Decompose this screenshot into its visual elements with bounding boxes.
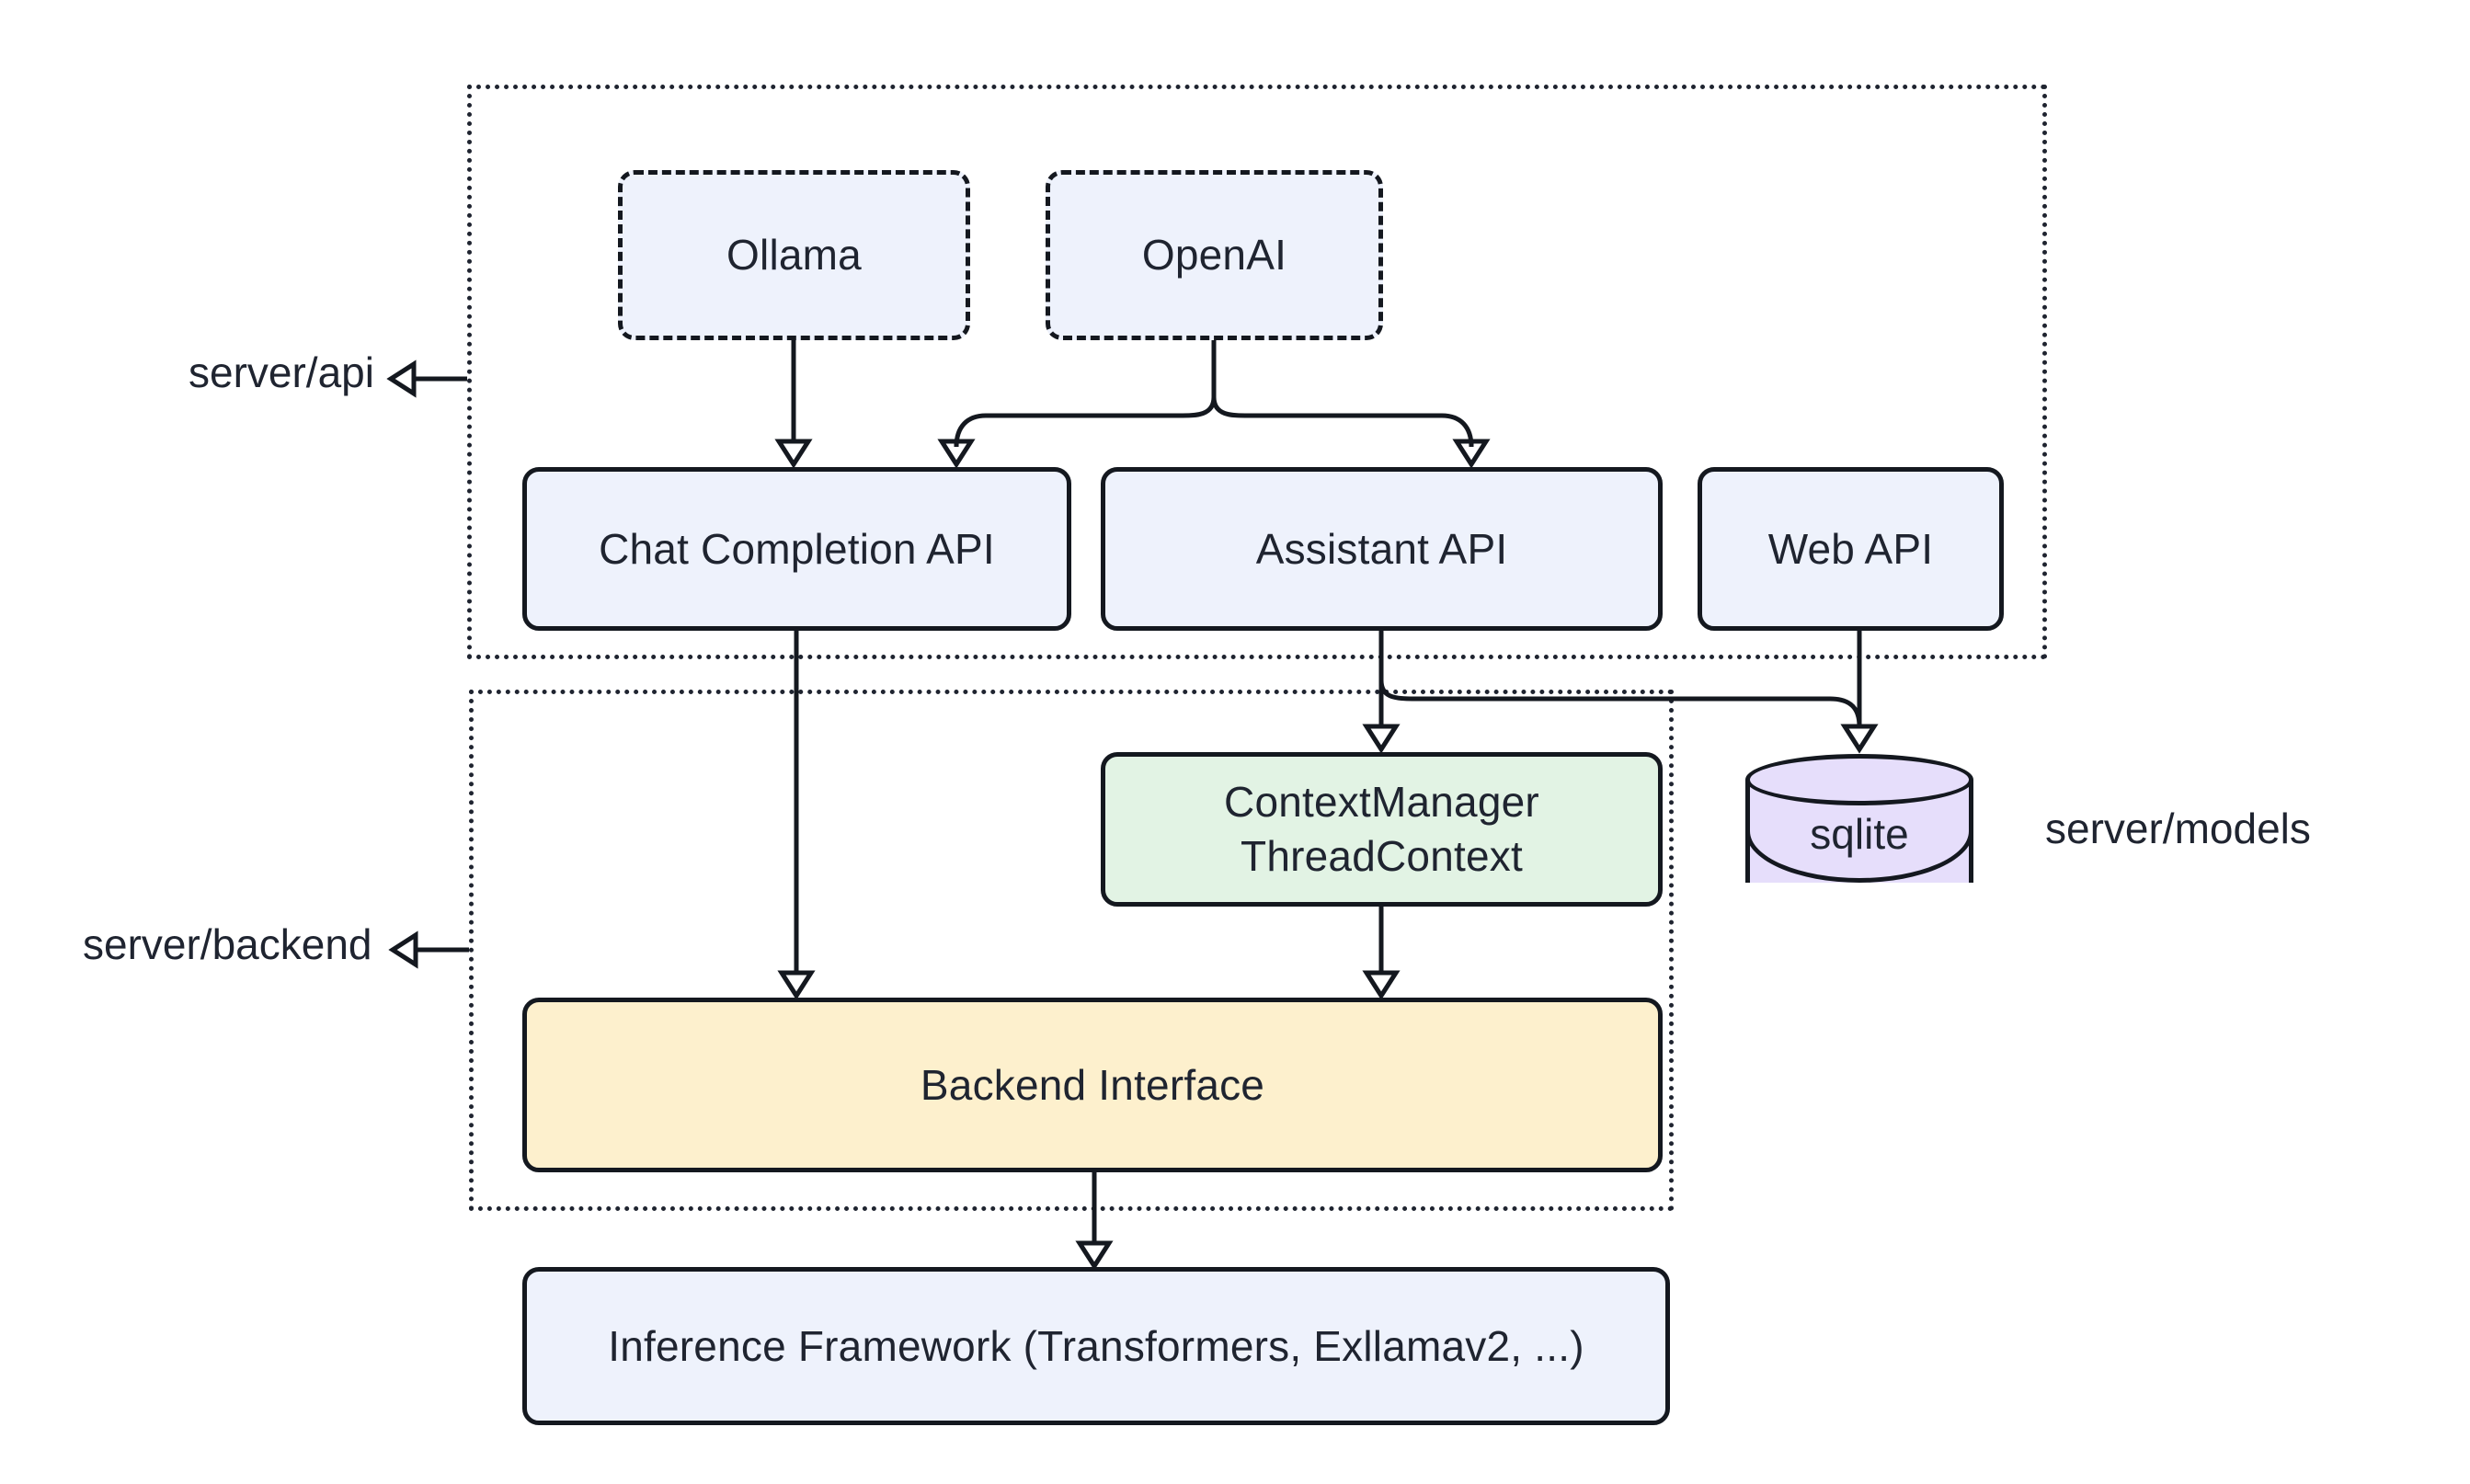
node-context-manager-label-line2: ThreadContext: [1241, 832, 1523, 880]
node-context-manager[interactable]: ContextManager ThreadContext: [1101, 752, 1663, 907]
node-openai[interactable]: OpenAI: [1046, 170, 1383, 340]
node-inference-framework[interactable]: Inference Framework (Transformers, Exlla…: [522, 1267, 1670, 1425]
node-chat-completion-api-label: Chat Completion API: [599, 524, 995, 573]
node-chat-completion-api[interactable]: Chat Completion API: [522, 467, 1071, 631]
node-inference-framework-label: Inference Framework (Transformers, Exlla…: [608, 1321, 1584, 1370]
node-assistant-api[interactable]: Assistant API: [1101, 467, 1663, 631]
node-context-manager-label-line1: ContextManager: [1224, 778, 1539, 827]
node-assistant-api-label: Assistant API: [1255, 524, 1508, 573]
group-label-server-models: server/models: [2045, 805, 2311, 852]
callout-arrow-server-api: [386, 360, 467, 398]
node-backend-interface[interactable]: Backend Interface: [522, 998, 1663, 1172]
node-web-api-label: Web API: [1767, 524, 1934, 573]
node-ollama-label: Ollama: [726, 231, 862, 280]
node-openai-label: OpenAI: [1141, 231, 1287, 280]
node-web-api[interactable]: Web API: [1698, 467, 2004, 631]
node-backend-interface-label: Backend Interface: [920, 1060, 1265, 1109]
node-ollama[interactable]: Ollama: [618, 170, 970, 340]
group-label-server-backend: server/backend: [83, 920, 372, 968]
group-server-api: [467, 85, 2047, 659]
group-server-backend: [469, 690, 1674, 1211]
cylinder-top: [1745, 754, 1973, 805]
node-sqlite-database[interactable]: sqlite: [1745, 754, 1973, 908]
group-label-server-api: server/api: [189, 348, 374, 396]
node-sqlite-label: sqlite: [1810, 810, 1909, 858]
callout-arrow-server-backend: [388, 930, 469, 969]
